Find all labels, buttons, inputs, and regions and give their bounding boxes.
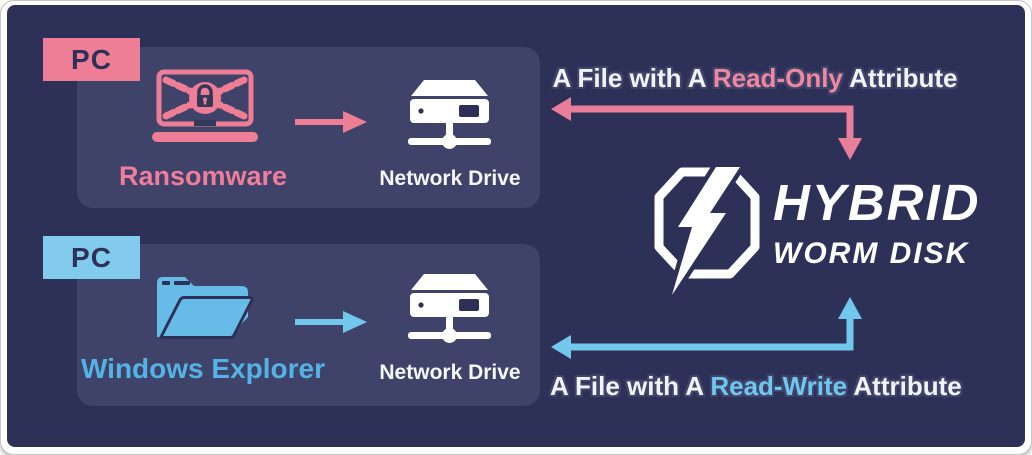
arrow-explorer-to-drive — [293, 309, 369, 335]
network-drive-icon-top — [406, 79, 494, 153]
hexagon-lightning-bolt-icon — [652, 167, 764, 297]
ransomware-panel — [77, 47, 540, 208]
read-only-elbow-arrow — [547, 90, 877, 170]
read-write-elbow-arrow — [547, 289, 877, 367]
network-drive-label-bottom: Network Drive — [379, 361, 521, 384]
logo-title: HYBRID — [773, 174, 981, 231]
annotation-suffix: Attribute — [842, 63, 958, 93]
windows-explorer-folder-icon — [149, 267, 261, 351]
annotation-prefix: A File with A — [552, 63, 713, 93]
network-drive-icon-bottom — [406, 273, 494, 347]
pc-badge-explorer: PC — [43, 236, 140, 279]
ransomware-laptop-icon — [149, 69, 261, 149]
read-only-highlight: Read-Only — [712, 63, 843, 93]
read-write-highlight: Read-Write — [710, 371, 848, 401]
logo-wordmark: HYBRID WORM DISK — [773, 177, 981, 271]
ransomware-label: Ransomware — [118, 161, 288, 191]
read-only-annotation: A File with A Read-Only Attribute — [550, 63, 960, 94]
diagram-canvas: PC PC — [7, 5, 1025, 447]
logo-subtitle: WORM DISK — [773, 237, 970, 270]
read-write-annotation: A File with A Read-Write Attribute — [550, 371, 962, 402]
annotation-prefix: A File with A — [550, 371, 711, 401]
pc-badge-label: PC — [71, 241, 112, 273]
arrow-ransomware-to-drive — [293, 109, 369, 135]
windows-explorer-label: Windows Explorer — [80, 353, 325, 384]
network-drive-label-top: Network Drive — [379, 167, 521, 190]
pc-badge-ransomware: PC — [43, 38, 140, 81]
pc-badge-label: PC — [71, 43, 112, 75]
annotation-suffix: Attribute — [847, 371, 962, 401]
